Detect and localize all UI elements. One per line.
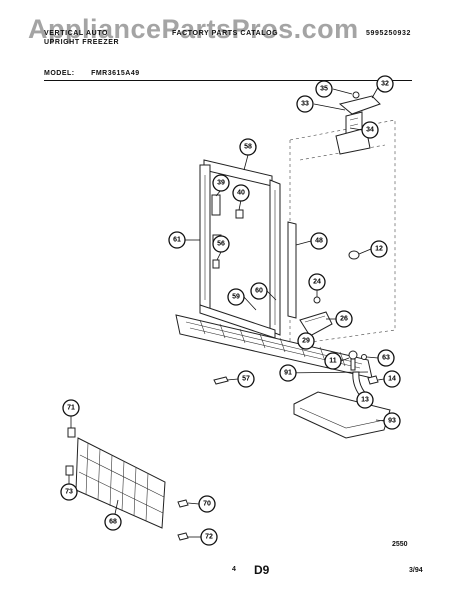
svg-text:33: 33 bbox=[301, 101, 309, 108]
svg-text:91: 91 bbox=[284, 370, 292, 377]
model-label: MODEL: bbox=[44, 70, 75, 77]
svg-text:11: 11 bbox=[329, 358, 337, 365]
callout-61: 61 bbox=[168, 231, 186, 249]
callout-34: 34 bbox=[361, 121, 379, 139]
page-number: 4 bbox=[232, 566, 236, 573]
svg-text:12: 12 bbox=[375, 246, 383, 253]
top-hinge-assembly bbox=[335, 91, 381, 155]
svg-text:70: 70 bbox=[203, 501, 211, 508]
header-catalog-title: FACTORY PARTS CATALOG bbox=[172, 30, 279, 37]
model-row: MODEL: FMR3615A49 bbox=[44, 70, 154, 77]
callout-12: 12 bbox=[370, 240, 388, 258]
callout-72: 72 bbox=[200, 528, 218, 546]
callout-93: 93 bbox=[383, 412, 401, 430]
drain-pan bbox=[293, 391, 391, 439]
svg-text:13: 13 bbox=[361, 397, 369, 404]
callout-35: 35 bbox=[315, 80, 333, 98]
svg-text:57: 57 bbox=[242, 376, 250, 383]
callout-14: 14 bbox=[383, 370, 401, 388]
screw-part bbox=[213, 376, 229, 385]
callout-13: 13 bbox=[356, 391, 374, 409]
svg-text:24: 24 bbox=[313, 279, 321, 286]
catalog-date: 3/94 bbox=[409, 567, 423, 574]
header-part-number: 5995250932 bbox=[366, 30, 411, 37]
svg-text:40: 40 bbox=[237, 190, 245, 197]
svg-text:48: 48 bbox=[315, 238, 323, 245]
freezer-basket bbox=[75, 437, 166, 529]
side-strip bbox=[287, 221, 297, 319]
gasket-clips bbox=[211, 194, 244, 269]
callout-26: 26 bbox=[335, 310, 353, 328]
callout-73: 73 bbox=[60, 483, 78, 501]
callout-11: 11 bbox=[324, 352, 342, 370]
svg-text:72: 72 bbox=[205, 534, 213, 541]
callout-39: 39 bbox=[212, 174, 230, 192]
callout-70: 70 bbox=[198, 495, 216, 513]
svg-text:60: 60 bbox=[255, 288, 263, 295]
lower-hinge-bracket bbox=[299, 296, 333, 337]
plug-part bbox=[348, 250, 360, 260]
svg-text:56: 56 bbox=[217, 241, 225, 248]
screw-70-part bbox=[177, 499, 189, 508]
page-code: D9 bbox=[254, 563, 270, 577]
drain-assembly bbox=[348, 350, 379, 399]
callout-63: 63 bbox=[377, 349, 395, 367]
svg-text:93: 93 bbox=[388, 418, 396, 425]
watermark: AppliancePartsPros.com bbox=[28, 14, 359, 44]
svg-text:39: 39 bbox=[217, 180, 225, 187]
callout-59: 59 bbox=[227, 288, 245, 306]
svg-text:59: 59 bbox=[232, 294, 240, 301]
model-value: FMR3615A49 bbox=[91, 70, 140, 77]
header-title-line1: VERTICAL AUTO bbox=[44, 30, 109, 37]
svg-text:29: 29 bbox=[302, 338, 310, 345]
callout-33: 33 bbox=[296, 95, 314, 113]
svg-text:34: 34 bbox=[366, 127, 374, 134]
svg-text:68: 68 bbox=[109, 519, 117, 526]
svg-text:63: 63 bbox=[382, 355, 390, 362]
header-rule bbox=[44, 80, 412, 81]
callout-40: 40 bbox=[232, 184, 250, 202]
callout-91: 91 bbox=[279, 364, 297, 382]
svg-text:71: 71 bbox=[67, 405, 75, 412]
svg-text:73: 73 bbox=[65, 489, 73, 496]
svg-text:26: 26 bbox=[340, 316, 348, 323]
callout-29: 29 bbox=[297, 332, 315, 350]
header-title-line2: UPRIGHT FREEZER bbox=[44, 39, 120, 46]
callout-56: 56 bbox=[212, 235, 230, 253]
svg-text:61: 61 bbox=[173, 237, 181, 244]
callout-60: 60 bbox=[250, 282, 268, 300]
svg-text:14: 14 bbox=[388, 376, 396, 383]
basket-clip-bottom bbox=[65, 465, 74, 476]
callout-57: 57 bbox=[237, 370, 255, 388]
callout-24: 24 bbox=[308, 273, 326, 291]
screw-72-part bbox=[177, 532, 189, 541]
callout-71: 71 bbox=[62, 399, 80, 417]
svg-text:58: 58 bbox=[244, 144, 252, 151]
callout-48: 48 bbox=[310, 232, 328, 250]
svg-text:32: 32 bbox=[381, 81, 389, 88]
callout-58: 58 bbox=[239, 138, 257, 156]
callout-32: 32 bbox=[376, 75, 394, 93]
figure-ref-code: 2550 bbox=[392, 541, 408, 548]
svg-text:35: 35 bbox=[320, 86, 328, 93]
door-gasket-frame bbox=[199, 159, 281, 339]
callout-68: 68 bbox=[104, 513, 122, 531]
basket-clip-top bbox=[67, 427, 76, 438]
